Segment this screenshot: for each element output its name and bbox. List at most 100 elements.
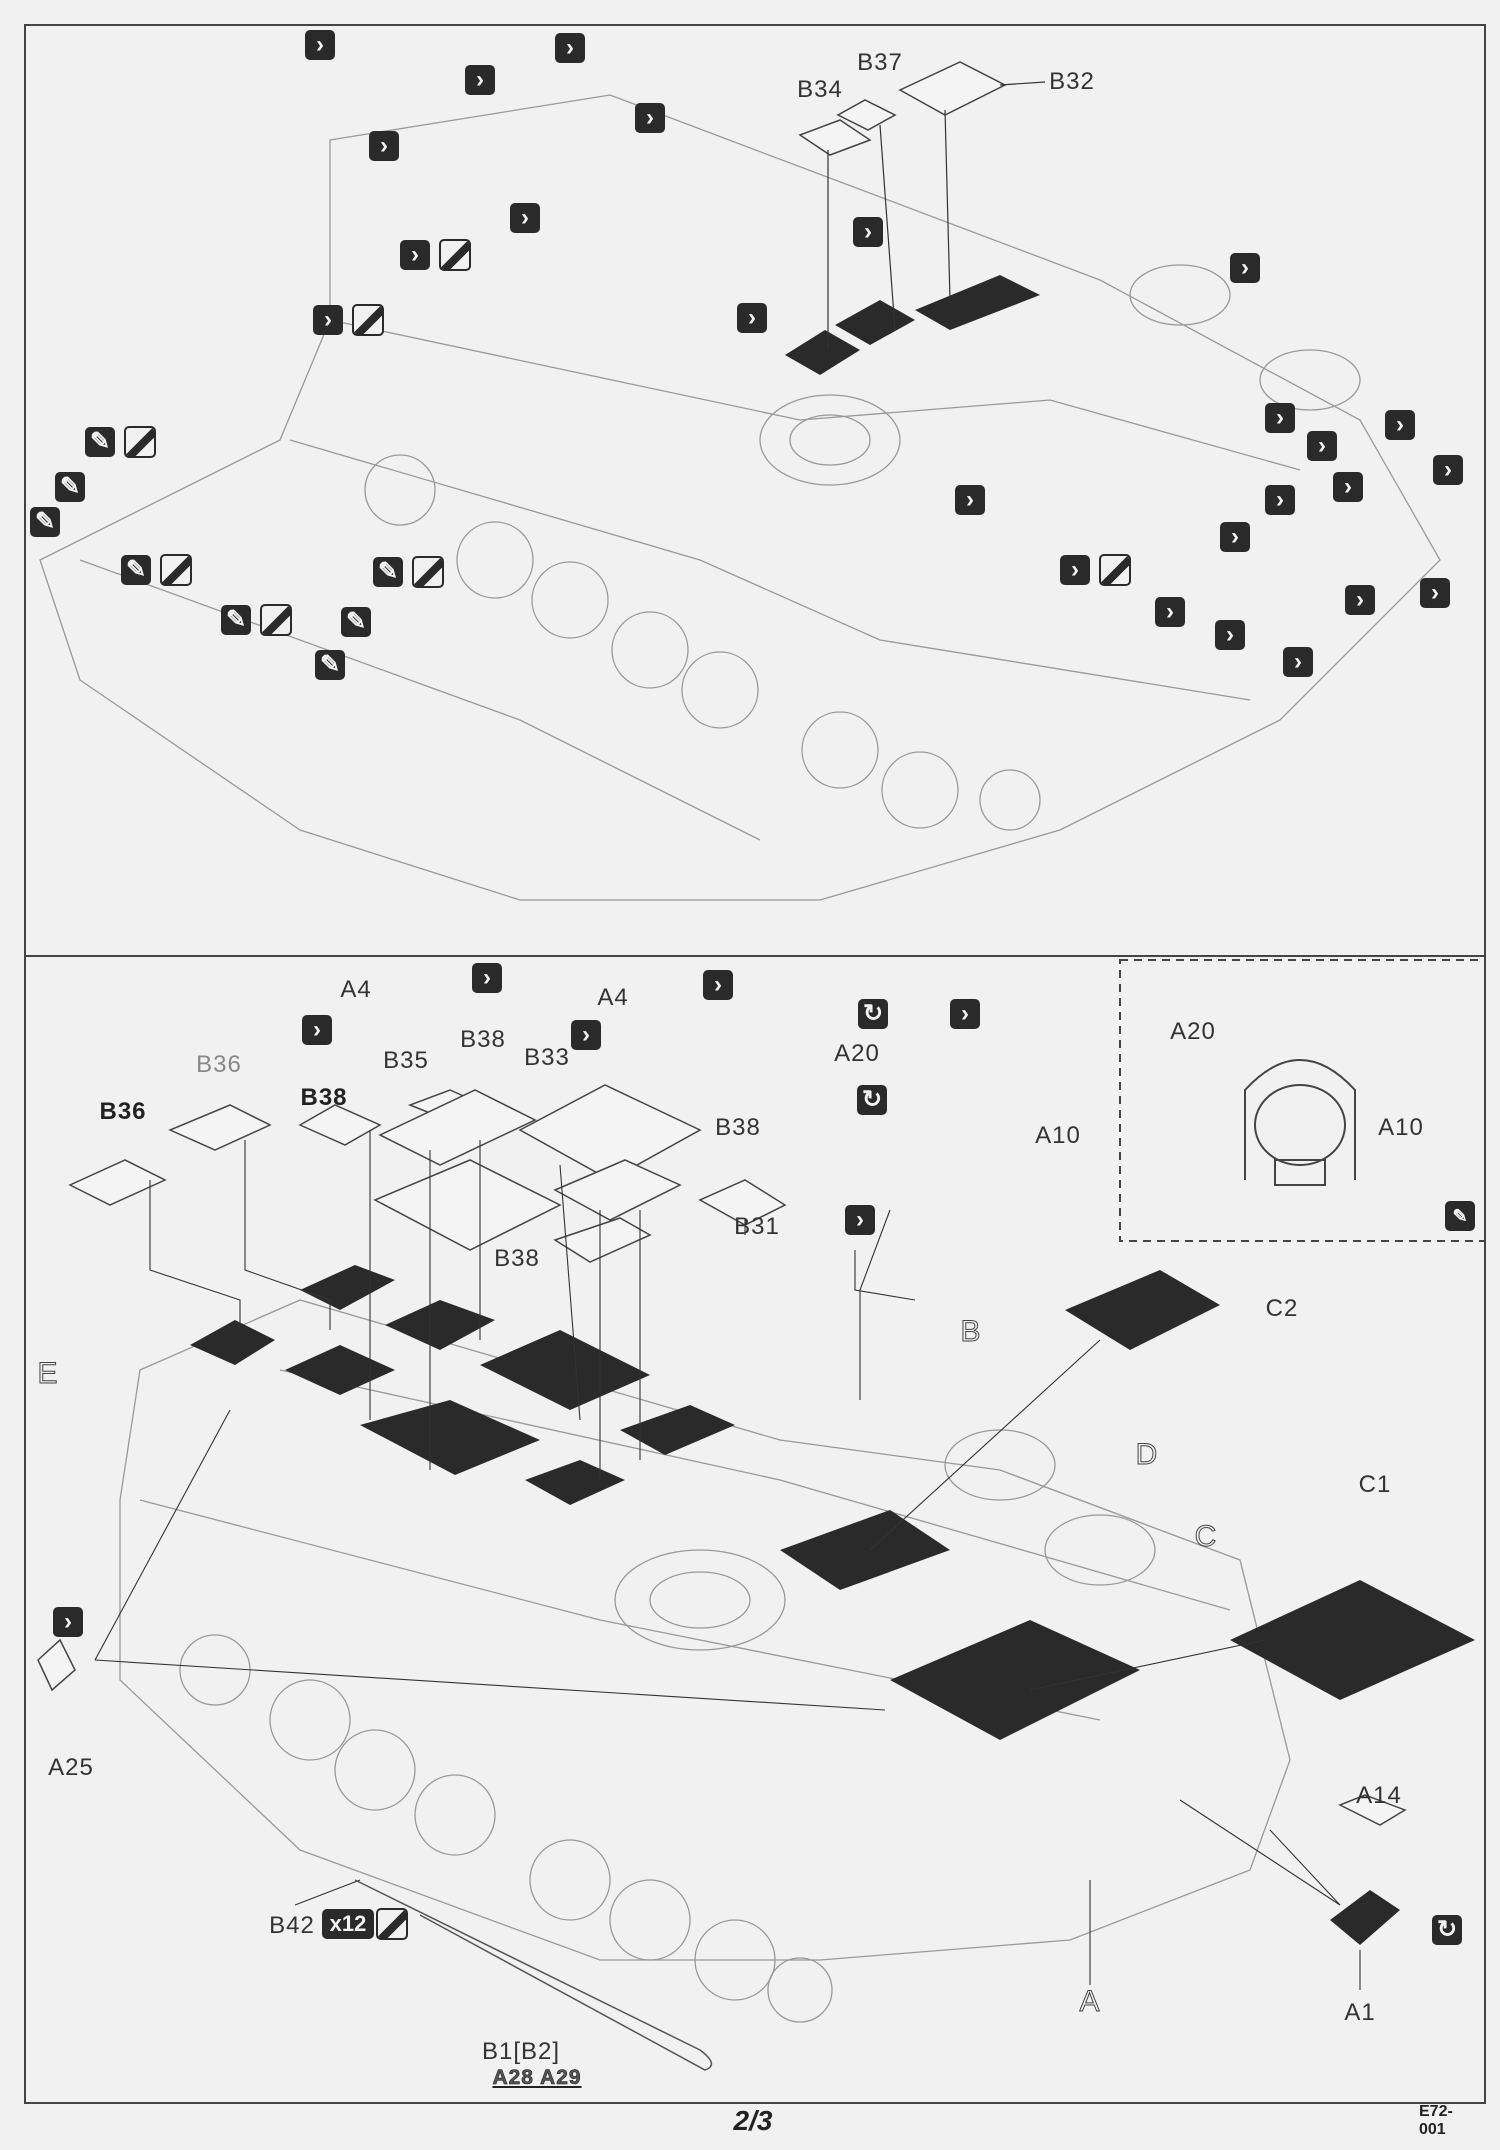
bend-icon: › xyxy=(1155,597,1185,627)
cut-icon xyxy=(439,239,471,271)
bend-icon: › xyxy=(950,999,980,1029)
part-label-b42: B42 xyxy=(269,1912,315,1939)
bend-icon: › xyxy=(53,1607,83,1637)
cut-icon xyxy=(160,554,192,586)
glue-icon: ✎ xyxy=(1445,1201,1475,1231)
bend-icon: › xyxy=(1420,578,1450,608)
part-label-b34: B34 xyxy=(797,76,843,103)
part-label-c1: C1 xyxy=(1358,1471,1392,1498)
cut-icon xyxy=(124,426,156,458)
glue-icon: ✎ xyxy=(373,557,403,587)
bend-icon: › xyxy=(400,240,430,270)
part-label-b36: B36 xyxy=(99,1098,147,1125)
bend-icon: › xyxy=(1220,522,1250,552)
cut-icon xyxy=(412,556,444,588)
part-label-d: D xyxy=(1135,1438,1159,1472)
bend-icon: › xyxy=(1215,620,1245,650)
part-label-a20: A20 xyxy=(834,1040,880,1067)
bend-icon: › xyxy=(472,963,502,993)
bend-icon: › xyxy=(305,30,335,60)
rotate-icon: ↻ xyxy=(857,1085,887,1115)
cut-icon xyxy=(376,1908,408,1940)
part-label-a4: A4 xyxy=(597,984,629,1011)
top-leader-lines xyxy=(827,81,1046,350)
bend-icon: › xyxy=(1345,585,1375,615)
bottom-vehicle xyxy=(119,1299,1291,2023)
product-code: E72-001 xyxy=(1419,2103,1453,2138)
top-part-outlines xyxy=(798,61,1007,156)
cut-icon xyxy=(352,304,384,336)
bend-icon: › xyxy=(369,131,399,161)
glue-icon: ✎ xyxy=(121,555,151,585)
bend-icon: › xyxy=(1307,431,1337,461)
detail-box xyxy=(1119,959,1486,1242)
bend-icon: › xyxy=(571,1020,601,1050)
part-label-b: B xyxy=(960,1315,982,1349)
cut-icon xyxy=(260,604,292,636)
part-label-b38: B38 xyxy=(715,1114,761,1141)
top-vehicle xyxy=(39,94,1441,901)
part-label-b1-b2: B1[B2] xyxy=(481,2038,561,2065)
bend-icon: › xyxy=(703,970,733,1000)
a25-part xyxy=(37,1638,76,1692)
bend-icon: › xyxy=(313,305,343,335)
part-label-b33: B33 xyxy=(524,1044,570,1071)
part-label-b38: B38 xyxy=(494,1245,540,1272)
fender-part-b1 xyxy=(354,1879,713,2071)
part-label-c: C xyxy=(1194,1520,1218,1554)
bend-icon: › xyxy=(845,1205,875,1235)
bottom-leader-lines xyxy=(94,1130,1361,1990)
part-label-a10: A10 xyxy=(1035,1122,1081,1149)
top-pe-panels xyxy=(785,275,1040,375)
part-label-b37: B37 xyxy=(857,49,903,76)
glue-icon: ✎ xyxy=(85,427,115,457)
part-label-c2: C2 xyxy=(1265,1295,1299,1322)
bend-icon: › xyxy=(1385,410,1415,440)
part-label-a4: A4 xyxy=(340,976,372,1003)
part-label-a25: A25 xyxy=(48,1754,94,1781)
detail-label-a10: A10 xyxy=(1378,1114,1424,1141)
bend-icon: › xyxy=(510,203,540,233)
bend-icon: › xyxy=(1060,555,1090,585)
page-number: 2/3 xyxy=(733,2105,773,2136)
bend-icon: › xyxy=(302,1015,332,1045)
rotate-icon: ↻ xyxy=(1432,1915,1462,1945)
bend-icon: › xyxy=(853,217,883,247)
glue-icon: ✎ xyxy=(55,472,85,502)
part-label-e: E xyxy=(37,1357,59,1391)
part-label-b31: B31 xyxy=(734,1213,780,1240)
quantity-badge: x12 xyxy=(322,1909,374,1939)
glue-icon: ✎ xyxy=(221,605,251,635)
rotate-icon: ↻ xyxy=(858,999,888,1029)
bend-icon: › xyxy=(1283,647,1313,677)
part-label-b38: B38 xyxy=(460,1026,506,1053)
detail-drawing xyxy=(1244,1059,1356,1186)
part-label-b36-reference: B36 xyxy=(196,1051,242,1078)
part-label-a1: A1 xyxy=(1344,1999,1376,2026)
glue-icon: ✎ xyxy=(341,607,371,637)
part-label-a14: A14 xyxy=(1356,1782,1402,1809)
bottom-part-outlines xyxy=(68,1084,1407,1826)
bend-icon: › xyxy=(465,65,495,95)
glue-icon: ✎ xyxy=(315,650,345,680)
page-frame xyxy=(24,24,1486,2104)
bend-icon: › xyxy=(955,485,985,515)
part-label-b38: B38 xyxy=(300,1084,348,1111)
part-label-b32: B32 xyxy=(1049,68,1095,95)
bend-icon: › xyxy=(635,103,665,133)
part-label-b35: B35 xyxy=(383,1047,429,1074)
bend-icon: › xyxy=(1230,253,1260,283)
detail-label-a20: A20 xyxy=(1170,1018,1216,1045)
bend-icon: › xyxy=(1433,455,1463,485)
bend-icon: › xyxy=(555,33,585,63)
part-label-a: A xyxy=(1079,1985,1101,2019)
bend-icon: › xyxy=(1265,485,1295,515)
bottom-pe-panels xyxy=(190,1265,1475,1740)
bend-icon: › xyxy=(1265,403,1295,433)
bend-icon: › xyxy=(737,303,767,333)
cut-icon xyxy=(1099,554,1131,586)
bend-icon: › xyxy=(1333,472,1363,502)
part-label-a28-a29: A28 A29 xyxy=(492,2066,582,2090)
